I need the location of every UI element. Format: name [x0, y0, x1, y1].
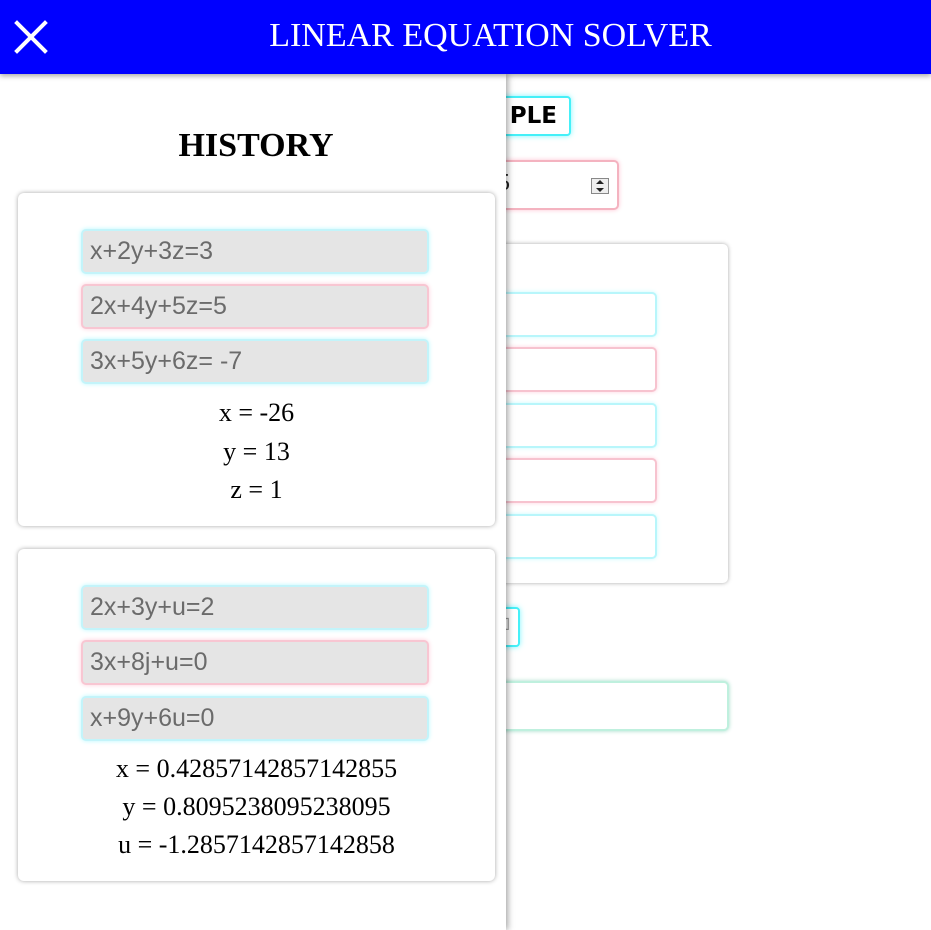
history-equation: 2x+4y+5z=5 — [81, 284, 429, 329]
history-solution: u = -1.2857142857142858 — [118, 830, 395, 859]
app-header: LINEAR EQUATION SOLVER — [0, 0, 931, 74]
history-equation: 2x+3y+u=2 — [81, 585, 429, 630]
history-card[interactable]: 2x+3y+u=2 3x+8j+u=0 x+9y+6u=0 x = 0.4285… — [18, 549, 495, 881]
history-solution: y = 0.8095238095238095 — [122, 792, 391, 821]
history-solution: z = 1 — [230, 475, 283, 504]
history-equation: 3x+8j+u=0 — [81, 640, 429, 685]
history-title: HISTORY — [178, 127, 334, 164]
history-drawer: HISTORY x+2y+3z=3 2x+4y+5z=5 3x+5y+6z= -… — [0, 74, 506, 930]
history-equation: x+9y+6u=0 — [81, 696, 429, 741]
history-equation: 3x+5y+6z= -7 — [81, 339, 429, 384]
history-solution: x = -26 — [218, 398, 295, 427]
close-icon[interactable] — [13, 19, 49, 55]
history-equation: x+2y+3z=3 — [81, 229, 429, 274]
history-solution: y = 13 — [223, 437, 290, 466]
app-title: LINEAR EQUATION SOLVER — [269, 17, 712, 54]
history-card[interactable]: x+2y+3z=3 2x+4y+5z=5 3x+5y+6z= -7 x = -2… — [18, 193, 495, 526]
spinner-icon[interactable] — [591, 178, 609, 194]
history-solution: x = 0.42857142857142855 — [115, 754, 398, 783]
